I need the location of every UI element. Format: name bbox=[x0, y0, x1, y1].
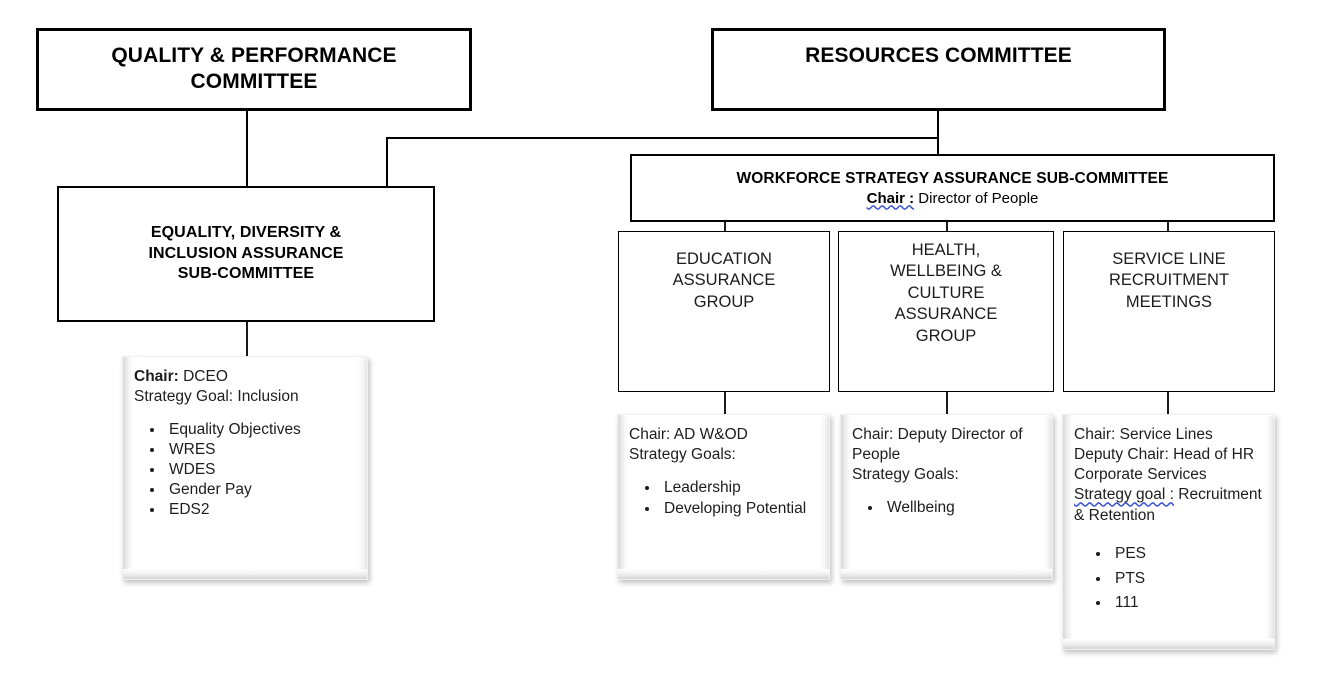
health-title-line5: GROUP bbox=[915, 326, 977, 345]
edi-card-chair-label: Chair: bbox=[134, 368, 179, 385]
connector-wsas-to-education bbox=[724, 222, 726, 232]
education-title-line3: GROUP bbox=[693, 292, 755, 311]
recruitment-card-deputy-chair-line: Deputy Chair: Head of HR Corporate Servi… bbox=[1074, 446, 1259, 484]
recruitment-title-line2: RECRUITMENT bbox=[1108, 271, 1230, 290]
subcommittee-box-edi: EQUALITY, DIVERSITY & INCLUSION ASSURANC… bbox=[57, 186, 435, 322]
health-title-line1: HEALTH, bbox=[911, 241, 981, 259]
health-title-line3: CULTURE bbox=[907, 283, 985, 302]
list-item: EDS2 bbox=[165, 500, 358, 520]
connector-resources-to-wsas bbox=[937, 137, 939, 155]
connector-recruitment-to-detail bbox=[1167, 392, 1169, 414]
detail-card-education: Chair: AD W&OD Strategy Goals: Leadershi… bbox=[617, 414, 830, 580]
recruitment-card-strategy-label: Strategy goal : bbox=[1074, 486, 1174, 504]
health-title-line4: ASSURANCE bbox=[894, 305, 998, 324]
detail-card-recruitment: Chair: Service Lines Deputy Chair: Head … bbox=[1062, 414, 1275, 650]
list-item: Developing Potential bbox=[660, 499, 820, 519]
list-item: PTS bbox=[1111, 569, 1265, 589]
health-card-chair-line: Chair: Deputy Director of People bbox=[852, 426, 1027, 464]
edi-card-chair-line: Chair: DCEO bbox=[134, 367, 358, 387]
edi-title-line3: SUB-COMMITTEE bbox=[177, 265, 315, 283]
education-title-line1: EDUCATION bbox=[676, 250, 772, 268]
recruitment-card-chair-line: Chair: Service Lines bbox=[1074, 426, 1213, 443]
group-box-health-wellbeing: HEALTH, WELLBEING & CULTURE ASSURANCE GR… bbox=[838, 231, 1054, 392]
quality-performance-title-line2: COMMITTEE bbox=[190, 69, 318, 93]
health-card-bullet-list: Wellbeing bbox=[852, 498, 1043, 518]
edi-card-bullet-list: Equality Objectives WRES WDES Gender Pay… bbox=[134, 420, 358, 519]
recruitment-card-strategy-value: Recruitment & Retention bbox=[1074, 486, 1267, 524]
list-item: PES bbox=[1111, 544, 1265, 564]
edi-card-strategy-line: Strategy Goal: Inclusion bbox=[134, 388, 299, 406]
recruitment-title-line1: SERVICE LINE bbox=[1112, 250, 1226, 268]
list-item: 111 bbox=[1111, 593, 1265, 613]
group-box-education: EDUCATION ASSURANCE GROUP bbox=[618, 231, 830, 392]
connector-health-to-detail bbox=[946, 392, 948, 414]
wsas-chair-label: Chair : bbox=[866, 189, 915, 207]
detail-card-edi: Chair: DCEO Strategy Goal: Inclusion Equ… bbox=[122, 356, 368, 580]
education-card-chair-line: Chair: AD W&OD bbox=[629, 426, 748, 443]
subcommittee-box-wsas: WORKFORCE STRATEGY ASSURANCE SUB-COMMITT… bbox=[630, 154, 1275, 222]
education-card-bullet-list: Leadership Developing Potential bbox=[629, 478, 820, 519]
list-item: WDES bbox=[165, 460, 358, 480]
list-item: WRES bbox=[165, 440, 358, 460]
edi-card-chair-value: DCEO bbox=[178, 368, 228, 385]
list-item: Leadership bbox=[660, 478, 820, 498]
committee-box-quality-performance: QUALITY & PERFORMANCE COMMITTEE bbox=[36, 28, 472, 111]
connector-resources-horizontal bbox=[386, 137, 939, 139]
edi-title-line2: INCLUSION ASSURANCE bbox=[148, 244, 344, 262]
connector-education-to-detail bbox=[724, 392, 726, 414]
health-card-strategy-line: Strategy Goals: bbox=[852, 466, 959, 484]
education-title-line2: ASSURANCE bbox=[672, 271, 776, 290]
detail-card-health-wellbeing: Chair: Deputy Director of People Strateg… bbox=[840, 414, 1053, 580]
connector-resources-to-edi bbox=[386, 137, 388, 187]
recruitment-title-line3: MEETINGS bbox=[1125, 292, 1213, 311]
connector-wsas-to-health bbox=[946, 222, 948, 232]
list-item: Wellbeing bbox=[883, 498, 1043, 518]
connector-wsas-to-recruitment bbox=[1167, 222, 1169, 232]
group-box-service-line-recruitment: SERVICE LINE RECRUITMENT MEETINGS bbox=[1063, 231, 1275, 392]
wsas-title: WORKFORCE STRATEGY ASSURANCE SUB-COMMITT… bbox=[736, 169, 1169, 187]
health-title-line2: WELLBEING & bbox=[890, 262, 1002, 281]
resources-title-line1: RESOURCES COMMITTEE bbox=[805, 44, 1072, 67]
list-item: Gender Pay bbox=[165, 480, 358, 500]
wsas-chair-value: Director of People bbox=[914, 189, 1039, 207]
recruitment-card-strategy-line: Strategy goal : Recruitment & Retention bbox=[1074, 485, 1265, 525]
recruitment-card-bullet-list: PES PTS 111 bbox=[1074, 544, 1265, 613]
connector-edi-to-detail bbox=[246, 322, 248, 356]
list-item: Equality Objectives bbox=[165, 420, 358, 440]
edi-title-line1: EQUALITY, DIVERSITY & bbox=[150, 224, 342, 242]
education-card-strategy-line: Strategy Goals: bbox=[629, 446, 736, 464]
committee-box-resources: RESOURCES COMMITTEE bbox=[711, 28, 1166, 111]
quality-performance-title-line1: QUALITY & PERFORMANCE bbox=[111, 44, 397, 67]
connector-qp-to-edi bbox=[246, 111, 248, 187]
connector-resources-down bbox=[937, 111, 939, 139]
